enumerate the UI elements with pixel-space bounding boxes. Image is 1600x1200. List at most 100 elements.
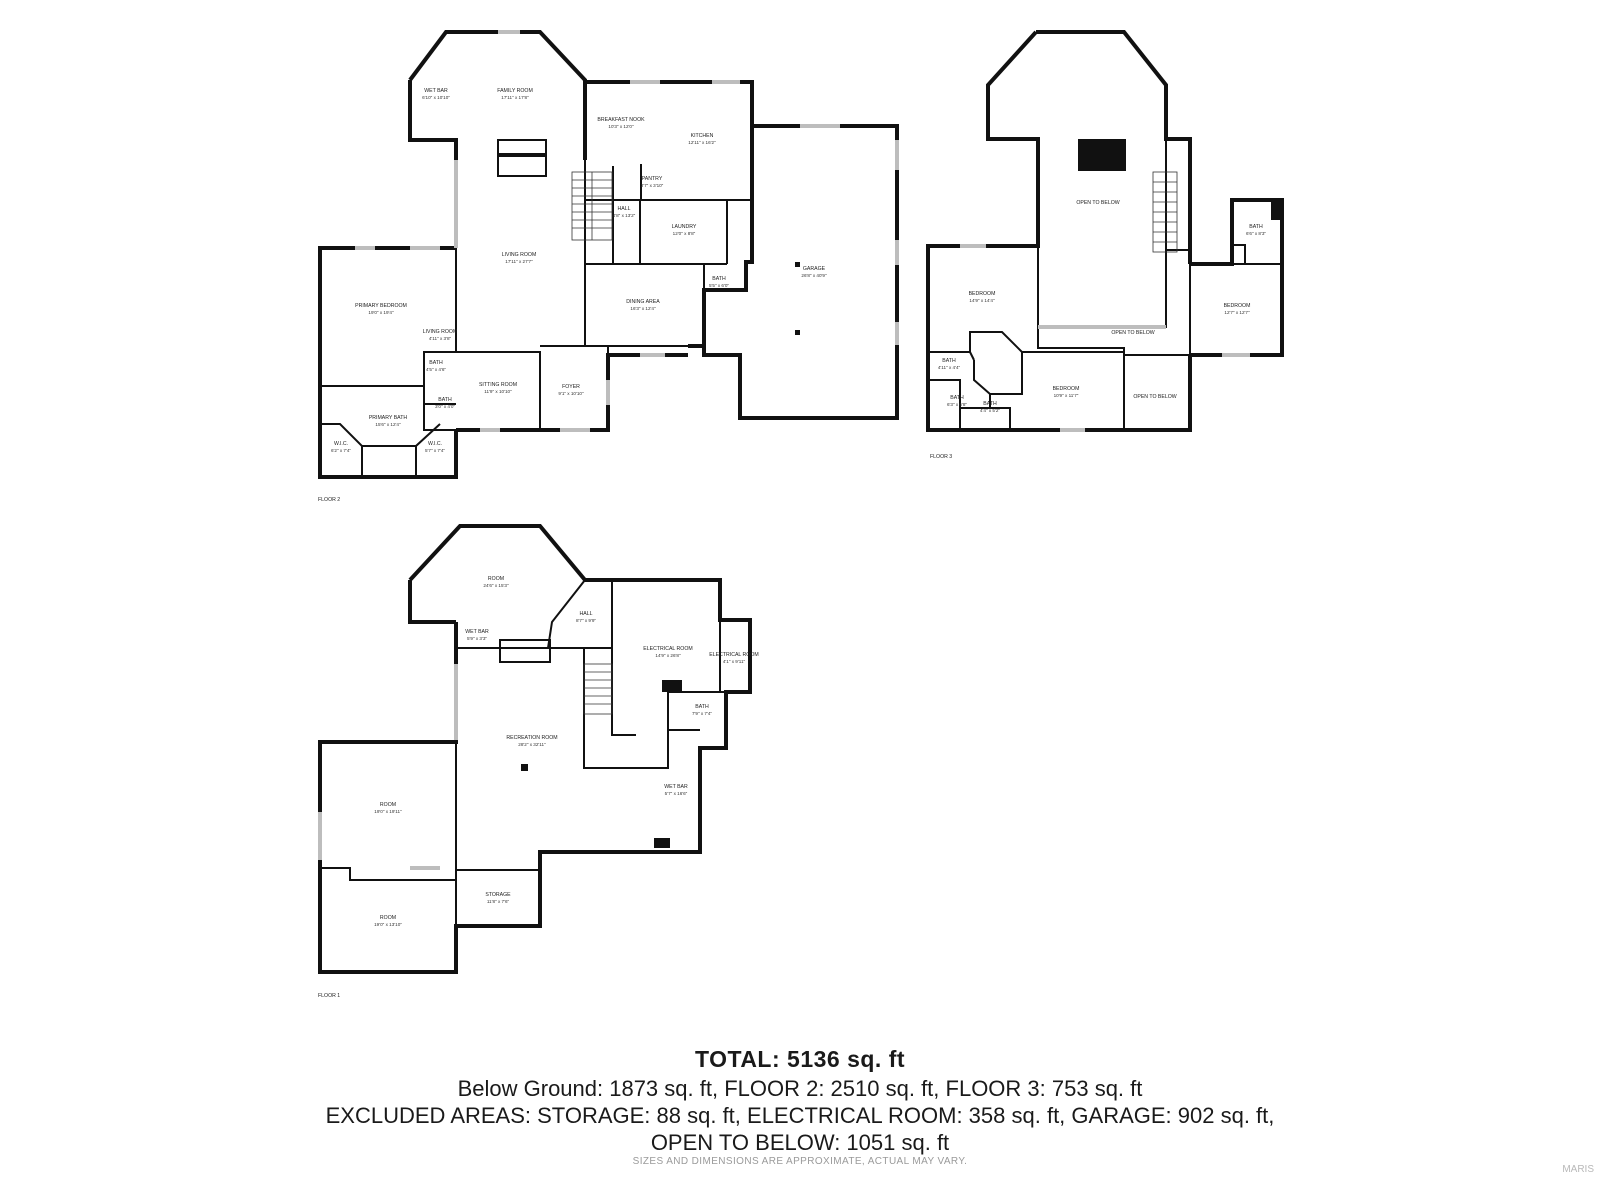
room-dims: 11'8" x 7'6"	[487, 899, 510, 904]
room-dims: 14'9" x 14'4"	[969, 298, 995, 303]
room-dims: 3'7" x 3'10"	[641, 183, 664, 188]
brand-watermark: MARIS	[1562, 1164, 1594, 1175]
room-label: ROOM	[380, 802, 396, 808]
room-dims: 5'5" x 6'0"	[709, 283, 729, 288]
floor-areas: Below Ground: 1873 sq. ft, FLOOR 2: 2510…	[457, 1076, 1143, 1101]
room-dims: 7'9" x 7'4"	[692, 711, 712, 716]
fireplace-icon	[497, 139, 547, 155]
room-dims: 4'4" x 5'2"	[980, 408, 1000, 413]
room-dims: 19'0" x 19'4"	[368, 310, 394, 315]
room-label: SITTING ROOM	[479, 382, 517, 388]
room-label: BATH	[429, 360, 443, 366]
room-label: BATH	[712, 276, 726, 282]
room-dims: 4'5" x 4'6"	[426, 367, 446, 372]
room-dims: 10'3" x 12'0"	[608, 124, 634, 129]
room-label: BEDROOM	[1053, 386, 1080, 392]
room-dims: 8'7" x 9'9"	[576, 618, 596, 623]
floor-label: FLOOR 2	[318, 497, 340, 503]
room-label: FAMILY ROOM	[497, 88, 533, 94]
excluded-areas: EXCLUDED AREAS: STORAGE: 88 sq. ft, ELEC…	[325, 1103, 1275, 1128]
room-dims: 16'3" x 12'4"	[630, 306, 656, 311]
room-label: PRIMARY BEDROOM	[355, 303, 407, 309]
room-dims: 9'1" x 10'10"	[558, 391, 584, 396]
room-label: BATH	[695, 704, 709, 710]
room-dims: 14'9" x 26'8"	[655, 653, 681, 658]
room-label: W.I.C.	[334, 441, 348, 447]
fireplace-hearth-icon	[497, 155, 547, 177]
floor-1-stairs	[583, 663, 613, 715]
room-dims: 4'11" x 4'4"	[938, 365, 961, 370]
total-area: TOTAL: 5136 sq. ft	[694, 1046, 906, 1072]
room-dims: 28'2" x 32'11"	[518, 742, 546, 747]
room-label: ROOM	[488, 576, 504, 582]
room-dims: 12'11" x 16'2"	[688, 140, 716, 145]
room-label: WET BAR	[424, 88, 448, 94]
room-dims: 6'2" x 7'4"	[331, 448, 351, 453]
room-label: KITCHEN	[691, 133, 714, 139]
room-label: BATH	[438, 397, 452, 403]
room-label: OPEN TO BELOW	[1133, 394, 1176, 400]
floor-2-stairs	[571, 171, 613, 241]
open-to-below-area: OPEN TO BELOW: 1051 sq. ft	[650, 1130, 950, 1155]
room-label: BEDROOM	[969, 291, 996, 297]
room-label: BREAKFAST NOOK	[597, 117, 645, 123]
room-dims: 4'8" x 13'2"	[613, 213, 636, 218]
room-dims: 6'10" x 10'10"	[422, 95, 450, 100]
room-label: WET BAR	[664, 784, 688, 790]
room-dims: 11'9" x 10'10"	[484, 389, 512, 394]
floor-1-plan: ROOM 24'6" x 15'3" HALL 8'7" x 9'9" WET …	[318, 524, 759, 999]
room-label: LIVING ROOM	[423, 329, 458, 335]
room-label: FOYER	[562, 384, 580, 390]
room-dims: 26'8" x 40'9"	[801, 273, 827, 278]
floor-3-stairs	[1152, 171, 1178, 253]
room-label: BATH	[1249, 224, 1263, 230]
room-dims: 5'7" x 16'6"	[665, 791, 688, 796]
room-label: BATH	[950, 395, 964, 401]
room-label: GARAGE	[803, 266, 826, 272]
room-dims: 12'0" x 8'8"	[673, 231, 696, 236]
room-dims: 17'11" x 17'8"	[501, 95, 529, 100]
room-dims: 19'0" x 19'11"	[374, 809, 402, 814]
room-label: BEDROOM	[1224, 303, 1251, 309]
floor-label: FLOOR 3	[930, 454, 952, 460]
room-label: BATH	[942, 358, 956, 364]
room-label: HALL	[580, 611, 593, 617]
room-dims: 6'6" x 8'3"	[1246, 231, 1266, 236]
room-dims: 5'9" x 3'3"	[467, 636, 487, 641]
room-dims: 4'1" x 9'11"	[723, 659, 746, 664]
chimney-block	[1078, 139, 1126, 171]
room-label: OPEN TO BELOW	[1111, 330, 1154, 336]
floor-3-plan: OPEN TO BELOW BATH 6'6" x 8'3" BEDROOM 1…	[926, 30, 1284, 460]
room-dims: 24'6" x 15'3"	[483, 583, 509, 588]
room-label: DINING AREA	[626, 299, 660, 305]
floor-label: FLOOR 1	[318, 993, 340, 999]
floor-plan-drawing: WET BAR 6'10" x 10'10" FAMILY ROOM 17'11…	[318, 30, 1284, 999]
room-label: ROOM	[380, 915, 396, 921]
room-label: RECREATION ROOM	[506, 735, 557, 741]
room-dims: 3'0" x 4'0"	[435, 404, 455, 409]
room-label: ELECTRICAL ROOM	[643, 646, 692, 652]
floor-2-plan: WET BAR 6'10" x 10'10" FAMILY ROOM 17'11…	[318, 30, 899, 503]
room-label: PRIMARY BATH	[369, 415, 408, 421]
room-label: STORAGE	[485, 892, 511, 898]
room-label: LIVING ROOM	[502, 252, 537, 258]
room-label: W.I.C.	[428, 441, 442, 447]
room-dims: 6'3" x 6'8"	[947, 402, 967, 407]
room-dims: 4'11" x 3'8"	[429, 336, 452, 341]
room-label: HALL	[618, 206, 631, 212]
area-summary: TOTAL: 5136 sq. ft Below Ground: 1873 sq…	[0, 1046, 1600, 1167]
room-label: ELECTRICAL ROOM	[709, 652, 758, 658]
room-label: PANTRY	[642, 176, 663, 182]
fireplace-icon	[499, 639, 551, 663]
room-dims: 19'0" x 13'10"	[374, 922, 402, 927]
room-label: LAUNDRY	[672, 224, 697, 230]
room-label: WET BAR	[465, 629, 489, 635]
room-dims: 5'7" x 7'4"	[425, 448, 445, 453]
room-dims: 12'7" x 12'7"	[1224, 310, 1250, 315]
room-label: OPEN TO BELOW	[1076, 200, 1119, 206]
room-dims: 10'9" x 11'7"	[1054, 393, 1079, 398]
room-label: BATH	[983, 401, 997, 407]
room-dims: 17'11" x 27'7"	[505, 259, 533, 264]
disclaimer-note: SIZES AND DIMENSIONS ARE APPROXIMATE, AC…	[632, 1156, 968, 1167]
room-dims: 15'6" x 12'4"	[375, 422, 401, 427]
